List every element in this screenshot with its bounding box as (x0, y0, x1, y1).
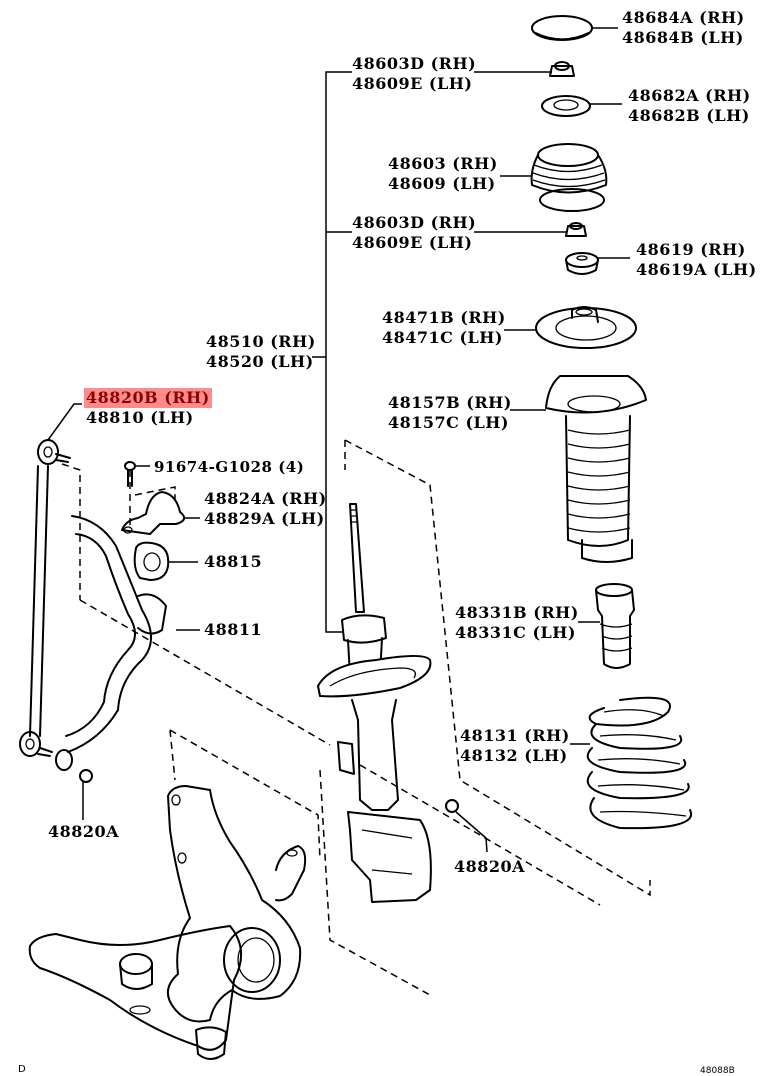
part-number[interactable]: 48682A (RH) (628, 86, 751, 105)
shock-absorber-bracket-line (312, 71, 352, 633)
label-upper-nut-top[interactable]: 48603D (RH) 48609E (LH) (352, 54, 476, 94)
part-number[interactable]: 48619 (RH) (636, 240, 746, 259)
boot-icon (510, 375, 647, 563)
part-number[interactable]: 48331C (LH) (455, 623, 576, 642)
coil-spring-icon (570, 696, 693, 830)
upper-seat-icon (541, 95, 622, 117)
part-number[interactable]: 48609 (LH) (388, 174, 496, 193)
label-bracket[interactable]: 48824A (RH) 48829A (LH) (204, 489, 327, 529)
label-nut-left[interactable]: 48820A (48, 822, 119, 842)
nut-icon-lower (474, 222, 587, 237)
part-number[interactable]: 48603 (RH) (388, 154, 498, 173)
dust-cover-icon (531, 15, 618, 41)
label-stabilizer-bushing[interactable]: 48815 (204, 552, 262, 572)
part-number[interactable]: 48824A (RH) (204, 489, 327, 508)
label-stabilizer-link[interactable]: 48820B (RH) 48810 (LH) (84, 388, 212, 428)
label-nut-right[interactable]: 48820A (454, 857, 525, 877)
part-number[interactable]: 48811 (204, 620, 263, 639)
shock-absorber-icon (317, 503, 432, 903)
part-number[interactable]: 48132 (LH) (460, 746, 568, 765)
label-dust-cover[interactable]: 48684A (RH) 48684B (LH) (622, 8, 745, 48)
bolt-icon (124, 461, 150, 487)
label-bushing-insulator[interactable]: 48619 (RH) 48619A (LH) (636, 240, 757, 280)
label-stabilizer-bar[interactable]: 48811 (204, 620, 262, 640)
part-number[interactable]: 91674-G1028 (4) (154, 458, 305, 476)
part-number[interactable]: 48520 (LH) (206, 352, 314, 371)
part-number[interactable]: 48829A (LH) (204, 509, 325, 528)
steering-knuckle-icon (167, 785, 307, 1023)
part-number[interactable]: 48471B (RH) (382, 308, 506, 327)
nut-right-icon (445, 799, 488, 853)
assembly-dash-lines (61, 439, 651, 996)
stabilizer-bar-icon (55, 515, 200, 771)
support-assembly-icon (500, 143, 608, 212)
label-upper-seat[interactable]: 48682A (RH) 48682B (LH) (628, 86, 751, 126)
part-number[interactable]: 48331B (RH) (455, 603, 579, 622)
part-number[interactable]: 48820A (454, 857, 526, 876)
spring-seat-icon (504, 306, 637, 349)
part-number[interactable]: 48603D (RH) (352, 54, 477, 73)
part-number[interactable]: 48510 (RH) (206, 332, 316, 351)
stabilizer-bushing-icon (133, 541, 198, 581)
part-number[interactable]: 48810 (LH) (86, 408, 194, 427)
part-number[interactable]: 48131 (RH) (460, 726, 570, 745)
label-coil-spring[interactable]: 48131 (RH) 48132 (LH) (460, 726, 570, 766)
part-number[interactable]: 48684A (RH) (622, 8, 745, 27)
part-number[interactable]: 48682B (LH) (628, 106, 750, 125)
label-upper-nut-lower[interactable]: 48603D (RH) 48609E (LH) (352, 213, 476, 253)
part-number[interactable]: 48820A (48, 822, 120, 841)
part-number[interactable]: 48157B (RH) (388, 393, 512, 412)
label-spring-seat[interactable]: 48471B (RH) 48471C (LH) (382, 308, 506, 348)
label-support-assembly[interactable]: 48603 (RH) 48609 (LH) (388, 154, 498, 194)
part-number[interactable]: 48815 (204, 552, 263, 571)
bump-stopper-icon (578, 583, 635, 669)
label-shock-absorber[interactable]: 48510 (RH) 48520 (LH) (206, 332, 316, 372)
label-boot[interactable]: 48157B (RH) 48157C (LH) (388, 393, 512, 433)
part-number[interactable]: 48603D (RH) (352, 213, 477, 232)
nut-icon-top (474, 61, 575, 77)
bushing-insulator-icon (565, 252, 630, 275)
part-number[interactable]: 48471C (LH) (382, 328, 503, 347)
label-bump-stopper[interactable]: 48331B (RH) 48331C (LH) (455, 603, 579, 643)
footer-diagram-code: 48088B (700, 1066, 735, 1076)
label-bolt[interactable]: 91674-G1028 (4) (154, 457, 304, 477)
part-number[interactable]: 48684B (LH) (622, 28, 744, 47)
lower-arm-icon (28, 925, 242, 1060)
part-number[interactable]: 48609E (LH) (352, 74, 473, 93)
stabilizer-link-icon (19, 403, 82, 757)
part-number-highlighted[interactable]: 48820B (RH) (84, 388, 212, 408)
part-number[interactable]: 48609E (LH) (352, 233, 473, 252)
part-number[interactable]: 48157C (LH) (388, 413, 509, 432)
part-number[interactable]: 48619A (LH) (636, 260, 757, 279)
bracket-icon (121, 491, 200, 535)
footer-left-mark: D (18, 1064, 26, 1075)
nut-left-icon (79, 769, 93, 820)
